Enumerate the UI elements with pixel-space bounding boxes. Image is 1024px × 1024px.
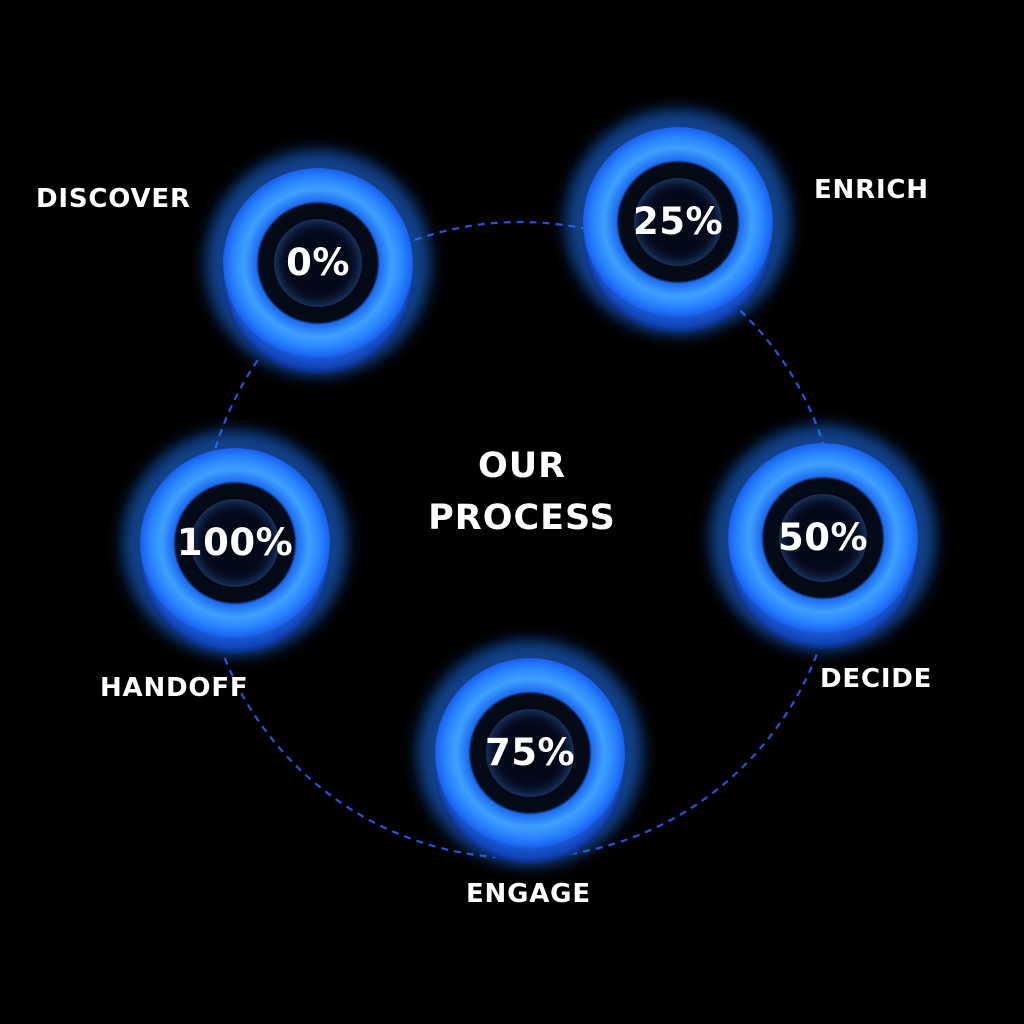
title-line-1: OUR <box>477 446 567 486</box>
step-value-handoff: 100% <box>176 521 294 564</box>
step-value-decide: 50% <box>777 516 869 559</box>
title-line-2: PROCESS <box>428 498 616 538</box>
step-ring-engage: 75% <box>413 636 647 870</box>
step-label-decide: DECIDE <box>820 664 933 694</box>
step-label-engage: ENGAGE <box>466 879 591 909</box>
ring-inner <box>779 494 867 582</box>
step-value-engage: 75% <box>484 731 576 774</box>
step-ring-handoff: 100% <box>118 426 352 660</box>
ring-inner <box>274 219 362 307</box>
step-value-discover: 0% <box>286 241 350 284</box>
step-ring-decide: 50% <box>706 421 940 655</box>
step-ring-discover: 0% <box>201 146 435 380</box>
ring-inner <box>634 178 722 266</box>
step-label-enrich: ENRICH <box>814 175 929 205</box>
ring-inner <box>191 499 279 587</box>
step-label-discover: DISCOVER <box>36 184 191 214</box>
step-label-handoff: HANDOFF <box>100 673 249 703</box>
step-value-enrich: 25% <box>632 200 724 243</box>
ring-inner <box>486 709 574 797</box>
step-ring-enrich: 25% <box>561 105 795 339</box>
diagram-title: OUR PROCESS <box>392 440 652 544</box>
